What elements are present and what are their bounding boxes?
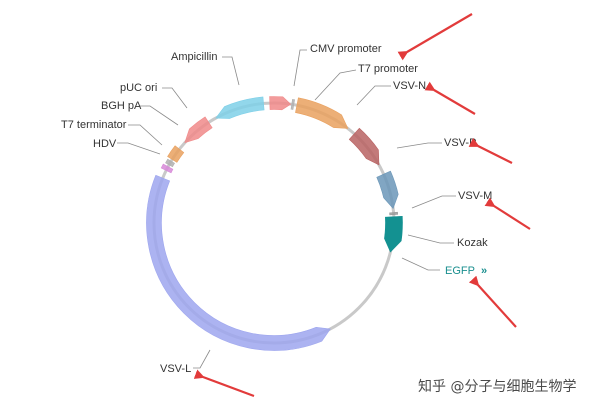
annotation-arrows (193, 13, 531, 398)
feature-arc-ampicillin[interactable] (215, 96, 265, 119)
annotation-arrow-vsv-p (468, 137, 513, 164)
leader-bgh (140, 105, 179, 126)
label-vsv-p: VSV-P (444, 137, 476, 149)
label-puc-ori: pUC ori (120, 82, 157, 94)
label-bgh-pa: BGH pA (101, 100, 142, 112)
egfp-expand-chevron-icon[interactable]: » (481, 265, 487, 277)
label-cmv-promoter: CMV promoter (310, 43, 382, 55)
leader-ampicillin (222, 56, 240, 86)
annotation-arrow-cmv (397, 13, 473, 61)
leader-t7-promoter (314, 69, 357, 101)
leader-t7-terminator (128, 124, 163, 146)
leader-egfp (401, 257, 440, 271)
leader-vsv-p (396, 142, 442, 149)
feature-arc-vsvp[interactable] (348, 127, 380, 166)
label-vsv-l: VSV-L (160, 363, 191, 375)
feature-arc-cmv[interactable] (269, 96, 292, 111)
label-vsv-m: VSV-M (458, 190, 492, 202)
watermark-text: 知乎 @分子与细胞生物学 (418, 378, 576, 395)
feature-arc-kozak[interactable] (389, 211, 399, 216)
annotation-arrow-vsv-n (424, 81, 476, 115)
leader-puc (162, 87, 188, 109)
label-egfp[interactable]: EGFP (445, 265, 475, 277)
feature-arcs (146, 96, 403, 351)
label-vsv-n: VSV-N (393, 80, 426, 92)
feature-arc-vsvm[interactable] (376, 170, 399, 209)
leader-cmv (293, 49, 307, 87)
feature-arc-t7p[interactable] (290, 99, 295, 110)
feature-labels: Ampicillin CMV promoter T7 promoter VSV-… (61, 43, 492, 375)
label-kozak: Kozak (457, 237, 488, 249)
feature-arc-egfp[interactable] (384, 215, 403, 253)
feature-arc-vsvl[interactable] (146, 174, 331, 351)
leader-kozak (407, 234, 454, 244)
leader-lines (117, 49, 456, 369)
leader-hdv (117, 142, 161, 155)
leader-vsv-n (356, 85, 391, 106)
annotation-arrow-vsv-l (193, 369, 255, 398)
annotation-arrow-vsv-m (484, 197, 531, 230)
feature-arc-hdv[interactable] (160, 163, 174, 174)
leader-vsv-m (411, 195, 456, 209)
label-t7-terminator: T7 terminator (61, 119, 127, 131)
label-hdv: HDV (93, 138, 117, 150)
feature-arc-t7t[interactable] (165, 158, 175, 168)
feature-arc-bgh[interactable] (167, 145, 185, 163)
feature-arc-vsvn[interactable] (295, 97, 349, 129)
feature-arc-puc[interactable] (184, 116, 213, 144)
leader-vsv-l (193, 349, 211, 369)
label-ampicillin: Ampicillin (171, 51, 217, 63)
label-t7-promoter: T7 promoter (358, 63, 418, 75)
annotation-arrow-egfp (468, 275, 517, 328)
